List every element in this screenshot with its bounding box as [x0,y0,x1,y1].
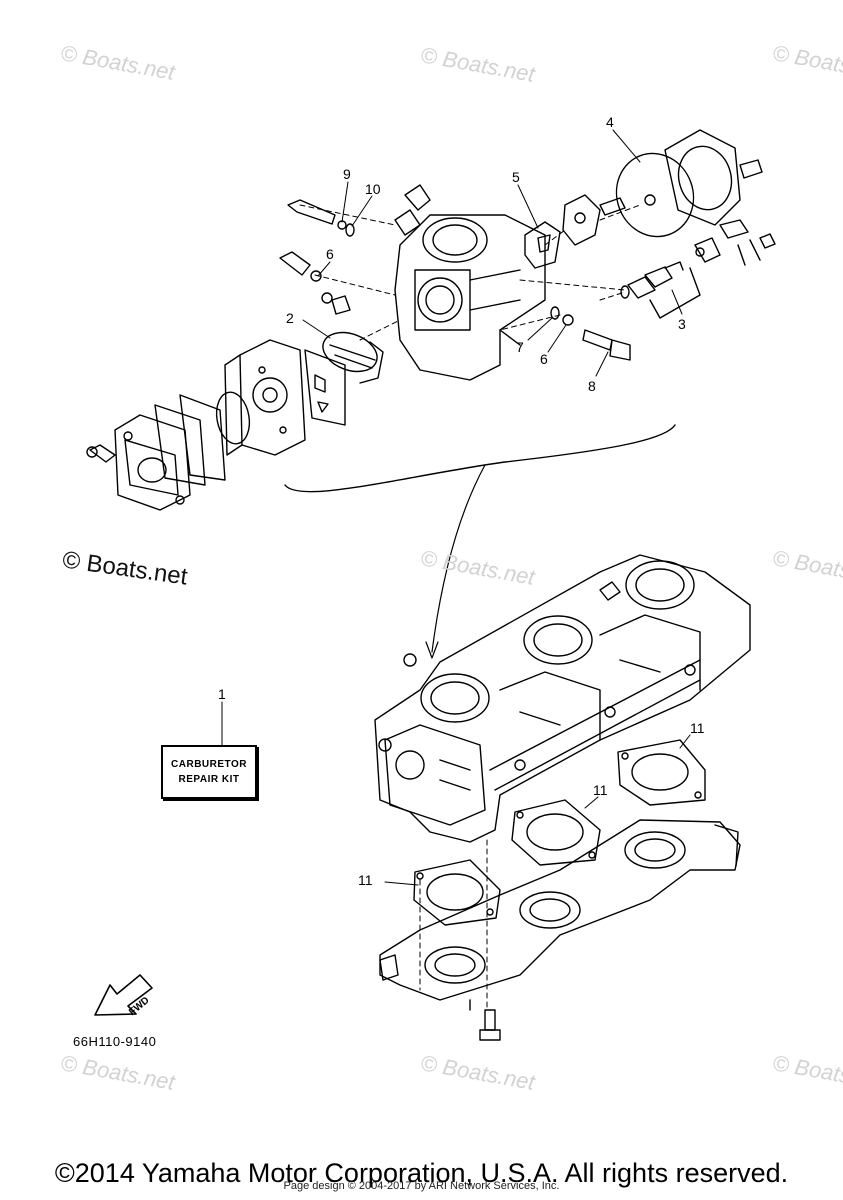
idle-screw-8 [550,306,631,361]
callout-5: 5 [512,169,520,185]
cover-plate-5 [524,221,561,269]
lever-bracket [562,194,626,246]
callout-11: 11 [593,782,608,798]
pump-gasket [154,391,251,486]
callout-10: 10 [365,181,381,197]
diaphragm-4 [615,152,695,238]
callout-11: 11 [358,872,373,888]
pump-outer-cover [114,414,191,511]
diaphragm-cover [664,129,763,226]
pump-cover-plate [304,349,346,426]
page-credit: Page design © 2004-2017 by ARI Network S… [283,1180,560,1192]
callout-8: 8 [588,378,596,394]
carburetor-assembly [374,554,751,843]
callout-2: 2 [286,310,294,326]
fuel-screw-6 [279,251,351,315]
callout-7: 7 [516,339,524,355]
fwd-arrow [94,974,153,1016]
callout-11: 11 [690,720,705,736]
o-ring-10 [345,223,355,237]
callout-6: 6 [540,351,548,367]
diaphragm-2 [322,331,384,384]
callout-9: 9 [343,166,351,182]
pilot-screw-9 [287,199,347,230]
callout-1: 1 [218,686,226,702]
repair-kit-label: CARBURETOR REPAIR KIT [161,745,257,799]
gasket-11-front [413,859,501,926]
needle-valve-3 [620,261,701,319]
diagram-code: 66H110-9140 [73,1034,157,1049]
repair-kit-line1: CARBURETOR [171,759,247,770]
cover-screw [86,444,116,463]
gasket-11-middle [511,799,601,866]
callout-4: 4 [606,114,614,130]
manifold-bolt [479,1009,501,1041]
intake-manifold [379,819,741,1011]
carburetor-body [394,184,546,381]
pump-body [224,339,306,456]
lever-assembly [694,219,776,266]
repair-kit-line2: REPAIR KIT [178,774,240,785]
copyright-notice: ©2014 Yamaha Motor Corporation, U.S.A. A… [54,1158,789,1188]
gasket-11-rear [617,739,706,806]
callout-3: 3 [678,316,686,332]
callout-6: 6 [326,246,334,262]
